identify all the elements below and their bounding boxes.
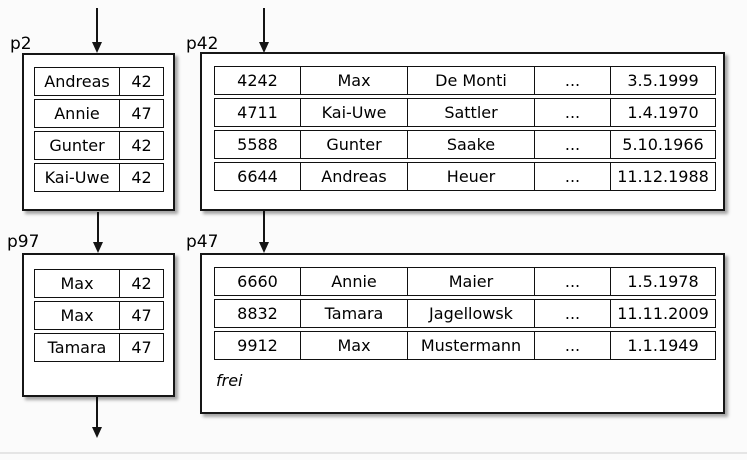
record-date-cell: 5.10.1966 xyxy=(610,131,715,158)
record-list: 4242 Max De Monti ... 3.5.1999 4711 Kai-… xyxy=(214,66,716,191)
index-ref-cell: 42 xyxy=(119,68,163,95)
record-firstname-cell: Tamara xyxy=(300,300,407,327)
free-space-label: frei xyxy=(216,371,243,390)
record-id-cell: 8832 xyxy=(237,304,278,323)
arrow-into-p2 xyxy=(92,8,102,53)
page-box-p42: 4242 Max De Monti ... 3.5.1999 4711 Kai-… xyxy=(200,52,725,211)
record-ellipsis-cell: ... xyxy=(534,131,610,158)
arrow-shaft xyxy=(263,8,265,43)
index-entry-row: Kai-Uwe 42 xyxy=(34,163,164,192)
record-lastname-cell: Sattler xyxy=(407,99,534,126)
record-firstname-cell: Max xyxy=(300,332,407,359)
arrow-shaft xyxy=(263,211,265,243)
arrow-shaft xyxy=(96,397,98,428)
record-row: 4242 Max De Monti ... 3.5.1999 xyxy=(214,66,716,95)
record-id-cell: 9912 xyxy=(237,336,278,355)
record-row: 5588 Gunter Saake ... 5.10.1966 xyxy=(214,130,716,159)
record-id-cell: 6660 xyxy=(237,272,278,291)
arrow-out-of-p97 xyxy=(92,397,102,438)
arrow-head-icon xyxy=(92,427,102,438)
record-row: 8832 Tamara Jagellowsk ... 11.11.2009 xyxy=(214,299,716,328)
index-ref-cell: 47 xyxy=(119,302,163,329)
index-ref-cell: 47 xyxy=(119,334,163,361)
record-date-cell: 1.1.1949 xyxy=(610,332,715,359)
slide-bottom-rule xyxy=(0,452,747,454)
record-ellipsis-cell: ... xyxy=(534,67,610,94)
record-lastname-cell: Maier xyxy=(407,268,534,295)
record-row: 6660 Annie Maier ... 1.5.1978 xyxy=(214,267,716,296)
record-lastname-cell: Heuer xyxy=(407,163,534,190)
record-ellipsis-cell: ... xyxy=(534,268,610,295)
record-date-cell: 3.5.1999 xyxy=(610,67,715,94)
arrow-shaft xyxy=(96,8,98,43)
record-lastname-cell: Saake xyxy=(407,131,534,158)
index-ref-cell: 42 xyxy=(119,132,163,159)
record-ellipsis-cell: ... xyxy=(534,99,610,126)
page-label-p97: p97 xyxy=(7,232,40,252)
index-key-cell: Max xyxy=(60,306,94,325)
record-id-cell: 4242 xyxy=(237,71,278,90)
record-id-cell: 4711 xyxy=(237,103,278,122)
index-entry-row: Max 42 xyxy=(34,269,164,298)
arrow-head-icon xyxy=(92,42,102,53)
index-key-cell: Annie xyxy=(54,104,100,123)
record-lastname-cell: Mustermann xyxy=(407,332,534,359)
record-date-cell: 1.4.1970 xyxy=(610,99,715,126)
index-entry-row: Max 47 xyxy=(34,301,164,330)
index-ref-cell: 42 xyxy=(119,164,163,191)
index-entry-list: Max 42 Max 47 Tamara 47 xyxy=(34,269,164,362)
index-key-cell: Andreas xyxy=(44,72,110,91)
index-entry-list: Andreas 42 Annie 47 Gunter 42 Kai-Uwe 42 xyxy=(34,67,164,192)
index-key-cell: Tamara xyxy=(47,338,107,357)
record-id-cell: 5588 xyxy=(237,135,278,154)
index-entry-row: Annie 47 xyxy=(34,99,164,128)
page-box-p47: 6660 Annie Maier ... 1.5.1978 8832 Tamar… xyxy=(200,253,725,414)
index-key-cell: Gunter xyxy=(49,136,105,155)
record-firstname-cell: Gunter xyxy=(300,131,407,158)
page-label-p47: p47 xyxy=(186,232,219,252)
arrow-head-icon xyxy=(259,242,269,253)
record-firstname-cell: Annie xyxy=(300,268,407,295)
record-firstname-cell: Max xyxy=(300,67,407,94)
page-box-p2: Andreas 42 Annie 47 Gunter 42 Kai-Uwe 42 xyxy=(22,53,175,211)
index-entry-row: Tamara 47 xyxy=(34,333,164,362)
page-box-p97: Max 42 Max 47 Tamara 47 xyxy=(22,253,175,397)
record-id-cell: 6644 xyxy=(237,167,278,186)
index-ref-cell: 47 xyxy=(119,100,163,127)
arrow-into-p42 xyxy=(259,8,269,53)
record-firstname-cell: Kai-Uwe xyxy=(300,99,407,126)
record-row: 4711 Kai-Uwe Sattler ... 1.4.1970 xyxy=(214,98,716,127)
index-ref-cell: 42 xyxy=(119,270,163,297)
index-key-cell: Max xyxy=(60,274,94,293)
record-date-cell: 1.5.1978 xyxy=(610,268,715,295)
index-entry-row: Andreas 42 xyxy=(34,67,164,96)
record-row: 6644 Andreas Heuer ... 11.12.1988 xyxy=(214,162,716,191)
page-label-p42: p42 xyxy=(186,34,219,54)
index-key-cell: Kai-Uwe xyxy=(44,168,110,187)
record-lastname-cell: Jagellowsk xyxy=(407,300,534,327)
record-lastname-cell: De Monti xyxy=(407,67,534,94)
arrow-p2-to-p97 xyxy=(93,212,103,253)
record-ellipsis-cell: ... xyxy=(534,300,610,327)
arrow-head-icon xyxy=(93,242,103,253)
record-date-cell: 11.11.2009 xyxy=(610,300,715,327)
page-label-p2: p2 xyxy=(10,34,32,54)
arrow-head-icon xyxy=(259,42,269,53)
record-date-cell: 11.12.1988 xyxy=(610,163,715,190)
index-entry-row: Gunter 42 xyxy=(34,131,164,160)
arrow-p42-to-p47 xyxy=(259,211,269,253)
record-firstname-cell: Andreas xyxy=(300,163,407,190)
record-row: 9912 Max Mustermann ... 1.1.1949 xyxy=(214,331,716,360)
arrow-shaft xyxy=(97,212,99,243)
record-ellipsis-cell: ... xyxy=(534,163,610,190)
record-list: 6660 Annie Maier ... 1.5.1978 8832 Tamar… xyxy=(214,267,716,360)
record-ellipsis-cell: ... xyxy=(534,332,610,359)
